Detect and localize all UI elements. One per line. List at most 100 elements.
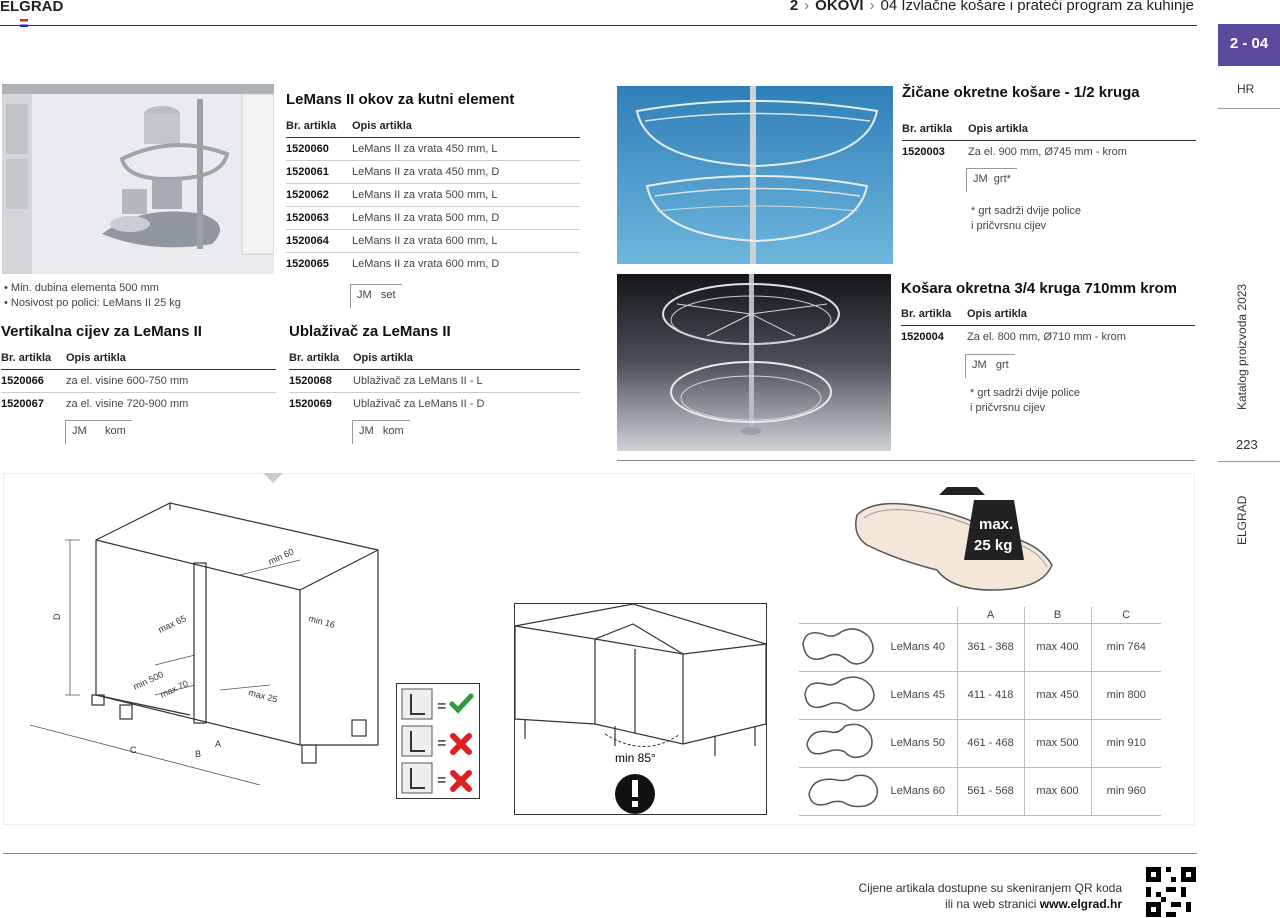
- shelf-shape-icon: [802, 627, 874, 665]
- col-desc-header: Opis artikla: [967, 303, 1195, 326]
- table-row[interactable]: LeMans 45 411 - 418 max 450 min 800: [799, 671, 1161, 720]
- shelf-shape-icon: [808, 774, 878, 807]
- col-b-header: B: [1023, 607, 1091, 624]
- lemans-size-table: A B C LeMans 40 361 - 368 max 400 min 76…: [799, 607, 1161, 816]
- dim-b-label: B: [195, 749, 201, 759]
- sidebar-divider: [1218, 108, 1280, 109]
- sidebar-divider: [1218, 461, 1280, 462]
- col-code-header: Br. artikla: [286, 115, 352, 138]
- unit-box: JM kom: [352, 420, 410, 444]
- flag-icon: [20, 19, 28, 27]
- min-angle-label: min 85°: [615, 751, 656, 765]
- dim-c-label: C: [130, 745, 137, 755]
- col-desc-header: Opis artikla: [353, 347, 580, 370]
- table-row[interactable]: LeMans 60 561 - 568 max 600 min 960: [799, 767, 1161, 816]
- corner-cabinet-view: min 85°: [514, 603, 767, 815]
- footer-line: Cijene artikala dostupne su skeniranjem …: [858, 881, 1122, 895]
- dim-d-label: D: [52, 613, 62, 620]
- website-link[interactable]: www.elgrad.hr: [1039, 897, 1122, 911]
- breadcrumb-section[interactable]: OKOVI: [815, 0, 864, 14]
- col-code-header: Br. artikla: [902, 118, 968, 141]
- zicane-title: Žičane okretne košare - 1/2 kruga: [902, 84, 1140, 101]
- chevron-right-icon: ›: [869, 0, 875, 14]
- dim-min500-label: min 500: [132, 669, 165, 692]
- note-line: i pričvrsnu cijev: [971, 220, 1047, 232]
- table-row[interactable]: LeMans 40 361 - 368 max 400 min 764: [799, 623, 1161, 672]
- bullet-item: • Min. dubina elementa 500 mm: [4, 282, 159, 294]
- lemans-photo: [2, 84, 274, 274]
- catalog-label: Katalog proizvoda 2023: [1235, 283, 1249, 410]
- pointer-triangle: [263, 473, 283, 483]
- col-desc-header: Opis artikla: [352, 115, 580, 138]
- kosara-photo: [617, 274, 891, 451]
- dim-max70-label: max 70: [159, 678, 190, 700]
- note-line: * grt sadrži dvije police: [971, 205, 1082, 217]
- weight-icon: [964, 500, 1024, 560]
- page-number: 223: [1236, 437, 1258, 452]
- qr-code-icon[interactable]: [1146, 867, 1196, 917]
- dim-min16-label: min 16: [307, 613, 336, 630]
- table-row[interactable]: LeMans 50 461 - 468 max 500 min 910: [799, 719, 1161, 768]
- cross-icon: [450, 770, 472, 792]
- header-divider: [0, 25, 1197, 26]
- zicane-photo: [617, 86, 893, 264]
- col-code-header: Br. artikla: [901, 303, 967, 326]
- bullet-item: • Nosivost po polici: LeMans II 25 kg: [4, 297, 181, 309]
- lemans-title: LeMans II okov za kutni element: [286, 91, 515, 108]
- dim-max25-label: max 25: [247, 687, 278, 704]
- dim-min60-label: min 60: [267, 546, 296, 566]
- language-label: HR: [1237, 82, 1255, 96]
- note-line: * grt sadrži dvije police: [970, 387, 1081, 399]
- ublazivac-title: Ublaživač za LeMans II: [289, 323, 451, 340]
- col-code-header: Br. artikla: [289, 347, 353, 370]
- shelf-shape-icon: [804, 675, 875, 711]
- breadcrumb: 2 › OKOVI › 04 Izvlačne košare i prateći pro…: [790, 0, 1194, 14]
- cabinet-dimension-drawing: D min 60 min 16 max 65 min 500 max 70 ma…: [30, 502, 379, 785]
- mounting-rules-panel: = = =: [396, 683, 480, 799]
- col-desc-header: Opis artikla: [968, 118, 1196, 141]
- unit-box: JM grt: [965, 354, 1015, 378]
- footer-divider: [3, 853, 1197, 854]
- section-divider: [617, 460, 1195, 461]
- dim-max65-label: max 65: [157, 613, 188, 635]
- zicane-note: * grt sadrži dvije police i pričvrsnu ci…: [971, 204, 1081, 234]
- sidebar-brand: ELGRAD: [1235, 495, 1249, 545]
- unit-box: JM grt*: [966, 168, 1017, 192]
- cijev-title: Vertikalna cijev za LeMans II: [1, 323, 202, 340]
- cross-icon: [450, 733, 472, 755]
- shelf-weight-drawing: max. 25 kg: [855, 487, 1053, 591]
- weight-label: 25 kg: [974, 537, 1012, 554]
- col-a-header: A: [956, 607, 1024, 624]
- unit-box: JM kom: [65, 420, 132, 444]
- chapter-tab[interactable]: 2 - 04: [1218, 24, 1280, 66]
- dim-a-label: A: [215, 739, 221, 749]
- kosara-note: * grt sadrži dvije police i pričvrsnu ci…: [970, 386, 1080, 416]
- breadcrumb-sub[interactable]: Izvlačne košare i prateći program za kuh…: [901, 0, 1194, 14]
- unit-box: JM set: [350, 284, 402, 308]
- check-icon: [449, 693, 474, 714]
- chevron-right-icon: ›: [804, 0, 810, 14]
- note-line: i pričvrsnu cijev: [970, 402, 1046, 414]
- col-desc-header: Opis artikla: [66, 347, 276, 370]
- breadcrumb-sub-num: 04: [880, 0, 898, 14]
- kosara-title: Košara okretna 3/4 kruga 710mm krom: [901, 280, 1177, 297]
- lemans-bullets: • Min. dubina elementa 500 mm • Nosivost…: [4, 281, 181, 311]
- breadcrumb-num: 2: [789, 0, 799, 14]
